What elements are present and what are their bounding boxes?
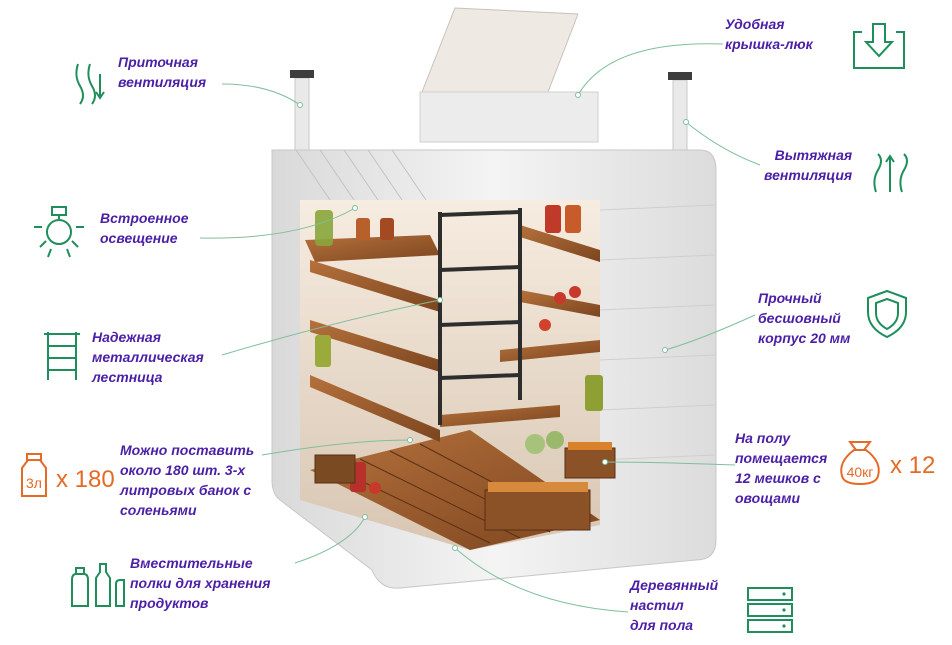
label-exhaust-vent: Вытяжная вентиляция bbox=[764, 147, 853, 183]
sack-count: x 12 bbox=[890, 452, 936, 479]
server-stack-icon bbox=[747, 587, 793, 633]
leader-lines bbox=[199, 43, 761, 613]
intake-vent-icon bbox=[75, 63, 105, 105]
bottles-icon bbox=[71, 563, 125, 607]
lamp-icon bbox=[34, 206, 84, 258]
intake-vent-pipe bbox=[290, 70, 314, 159]
vegetable-crates bbox=[314, 431, 616, 531]
sack-icon bbox=[840, 441, 880, 486]
label-hatch: Удобная крышка-люк bbox=[725, 16, 813, 52]
label-lighting: Встроенное освещение bbox=[100, 210, 189, 246]
shield-icon bbox=[867, 289, 907, 339]
label-bags: На полу помещается 12 мешков с овощами bbox=[735, 430, 828, 506]
hatch-lid bbox=[419, 7, 599, 143]
ladder-icon bbox=[44, 332, 80, 380]
label-intake-vent: Приточная вентиляция bbox=[118, 54, 207, 90]
jar-icon bbox=[21, 453, 47, 497]
label-floor: Деревянный настил для пола bbox=[630, 577, 719, 633]
label-body: Прочный бесшовный корпус 20 мм bbox=[758, 290, 851, 346]
sack-weight: 40кг bbox=[846, 464, 874, 480]
label-shelves: Вместительные полки для хранения продукт… bbox=[130, 555, 271, 611]
label-ladder: Надежная металлическая лестница bbox=[92, 329, 204, 385]
exhaust-vent-icon bbox=[873, 153, 908, 193]
metal-ladder bbox=[438, 208, 522, 425]
wooden-shelves bbox=[305, 225, 600, 442]
label-jars: Можно поставить около 180 шт. 3-х литров… bbox=[120, 442, 255, 518]
hatch-icon bbox=[853, 23, 905, 69]
exhaust-vent-pipe bbox=[668, 72, 692, 159]
jar-volume: 3л bbox=[26, 475, 42, 491]
leader-dots bbox=[297, 92, 689, 551]
jar-count: x 180 bbox=[56, 466, 115, 493]
jars bbox=[315, 205, 603, 494]
